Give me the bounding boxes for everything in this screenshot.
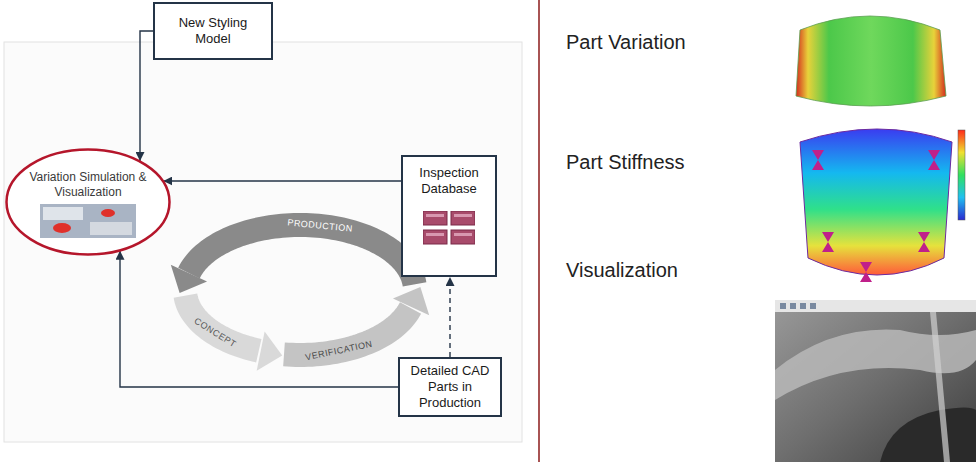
database-tile-line bbox=[454, 233, 472, 236]
variation-spot bbox=[53, 223, 71, 233]
ellipse-outline bbox=[5, 148, 171, 256]
node-text: Detailed CAD Parts in Production bbox=[405, 363, 495, 411]
panel-edge bbox=[930, 312, 950, 462]
phase-label: PRODUCTION bbox=[287, 217, 353, 234]
screen-panel bbox=[90, 222, 132, 235]
ellipse-shape bbox=[7, 150, 170, 255]
database-tile bbox=[423, 230, 447, 244]
database-tile bbox=[451, 211, 475, 225]
cycle-arrows bbox=[171, 225, 429, 371]
render-photo bbox=[775, 300, 976, 462]
cycle-arrow-band bbox=[185, 296, 258, 351]
cycle-arrow-head bbox=[257, 331, 283, 370]
cycle-arrow-head bbox=[393, 287, 429, 315]
color-scale-bar bbox=[958, 130, 965, 220]
node-text: Variation Simulation & Visualization bbox=[18, 170, 158, 200]
wheel-arch bbox=[880, 408, 976, 462]
cycle-arrow-band bbox=[189, 225, 415, 284]
simulation-ellipse: Variation Simulation & Visualization bbox=[5, 148, 171, 256]
toolbar-icon bbox=[790, 303, 796, 309]
flow-arrow bbox=[120, 251, 398, 387]
node-text: New Styling Model bbox=[160, 15, 266, 47]
variation-spot bbox=[101, 209, 115, 217]
toolbar-icon bbox=[800, 303, 806, 309]
process-box: Detailed CAD Parts in Production bbox=[398, 357, 502, 417]
database-icon bbox=[423, 211, 475, 245]
marker-symbol bbox=[928, 150, 940, 170]
divider-line bbox=[538, 0, 540, 462]
panel-heading: Part Stiffness bbox=[566, 150, 685, 174]
simulation-screenshot bbox=[40, 204, 136, 238]
marker-symbol bbox=[918, 232, 930, 252]
database-tile bbox=[423, 211, 447, 225]
toolbar bbox=[775, 300, 976, 312]
toolbar-icon bbox=[810, 303, 816, 309]
database-tile-line bbox=[426, 214, 444, 217]
phase-label: VERIFICATION bbox=[305, 339, 374, 364]
body-panel bbox=[775, 330, 976, 401]
visualization-image bbox=[775, 300, 976, 462]
marker-symbol bbox=[822, 232, 834, 252]
hood-variation-map bbox=[796, 16, 946, 106]
panel-heading: Part Variation bbox=[566, 30, 686, 54]
flow-arrow bbox=[163, 180, 401, 181]
dashed-arrow bbox=[449, 277, 450, 357]
panel-heading: Visualization bbox=[566, 258, 678, 282]
database-tile-line bbox=[426, 233, 444, 236]
screen-ground bbox=[40, 204, 136, 238]
database-tile-line bbox=[454, 214, 472, 217]
diagram-panel bbox=[4, 42, 522, 442]
screen-panel bbox=[43, 207, 83, 220]
marker-symbol bbox=[860, 262, 872, 282]
cycle-arrow-head bbox=[171, 265, 207, 293]
database-box: Inspection Database bbox=[401, 155, 497, 277]
node-text: Inspection Database bbox=[408, 165, 490, 197]
toolbar-icon bbox=[780, 303, 786, 309]
part-stiffness-image bbox=[800, 129, 965, 282]
marker-symbol bbox=[812, 150, 824, 170]
database-tile bbox=[451, 230, 475, 244]
hood-stiffness-map bbox=[800, 129, 952, 275]
flow-arrow bbox=[140, 31, 153, 161]
part-variation-image bbox=[796, 16, 946, 106]
phase-label: CONCEPT bbox=[191, 316, 237, 350]
process-box: New Styling Model bbox=[153, 2, 273, 60]
